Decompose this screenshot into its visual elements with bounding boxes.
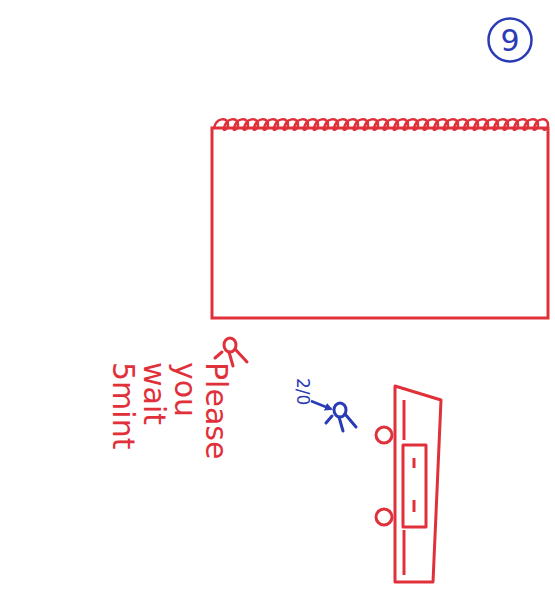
- person-figure: [215, 338, 247, 366]
- circled-number: 9: [487, 17, 533, 63]
- table-object: [376, 386, 441, 582]
- scribble-edge: [214, 119, 548, 129]
- pointer-arrow: [311, 401, 331, 409]
- handwritten-mark: 2/0: [294, 378, 312, 418]
- person-figure: [326, 403, 356, 431]
- circle-outline: [489, 19, 532, 62]
- counter-rect: [212, 128, 548, 318]
- callout-number: 9: [500, 23, 519, 58]
- handwritten-note: Please you wait 5mint: [108, 362, 232, 474]
